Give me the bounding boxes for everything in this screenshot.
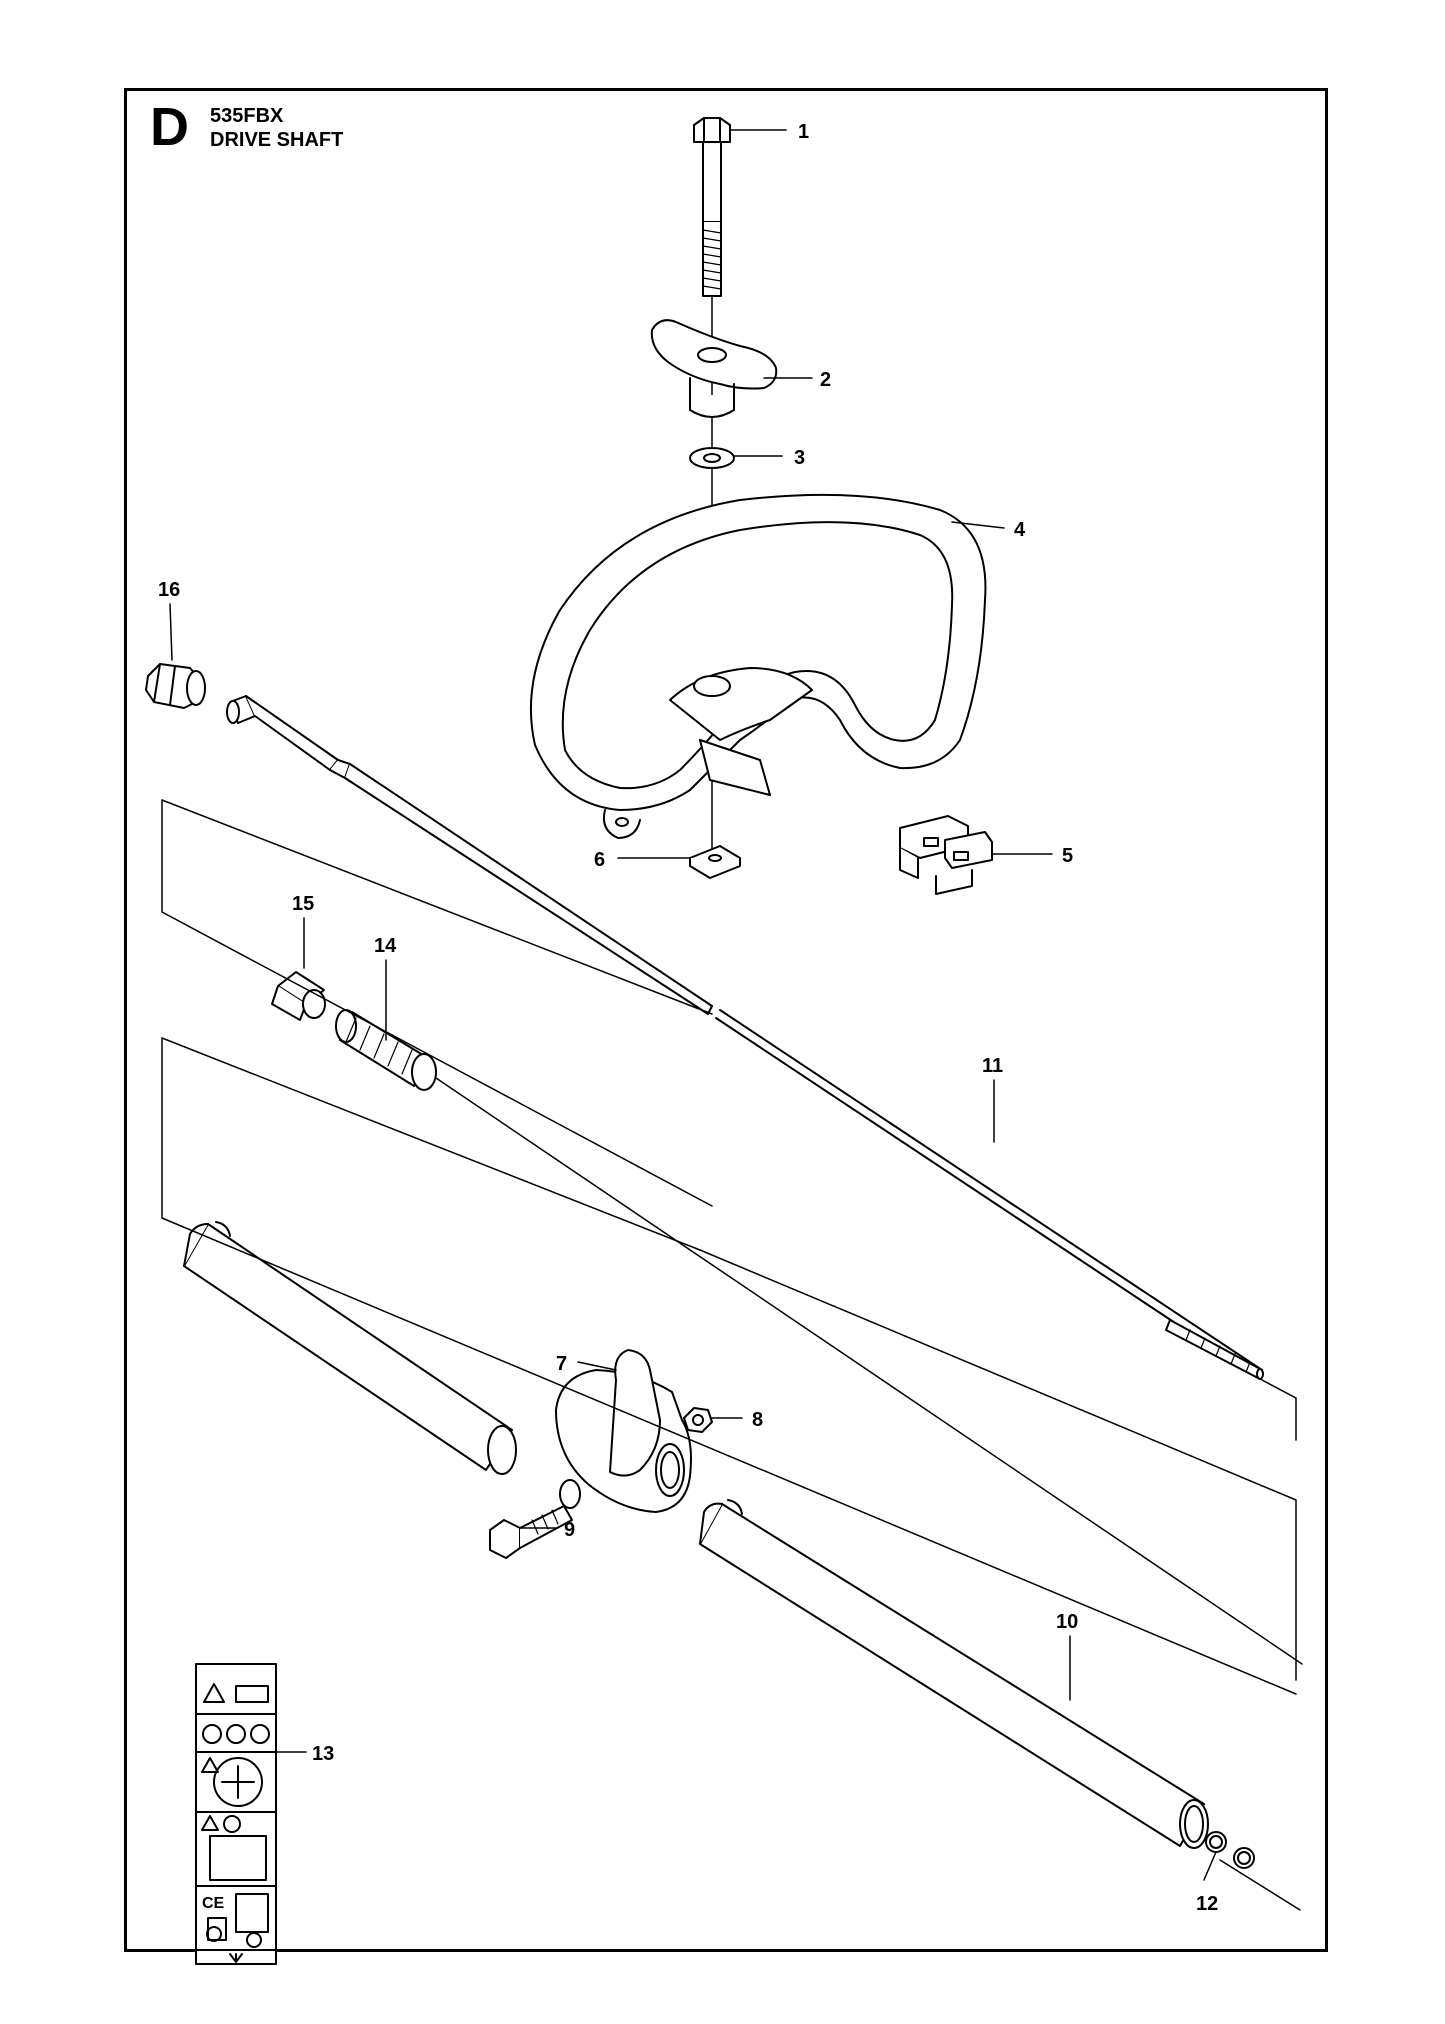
model-number: 535FBX <box>210 105 284 127</box>
screw-part <box>489 1505 573 1559</box>
callout-8: 8 <box>752 1409 763 1431</box>
group-bracket-line-lower <box>161 1037 1297 1695</box>
loop-handle-part <box>529 493 987 839</box>
square-nut-part <box>689 845 741 879</box>
callout-16: 16 <box>158 579 180 601</box>
sleeve-part <box>271 971 326 1021</box>
group-bracket-line <box>161 799 713 1207</box>
callout-2: 2 <box>820 369 831 391</box>
warning-triangle-icon <box>203 1683 225 1703</box>
callout-7: 7 <box>556 1353 567 1375</box>
shaft-tube-upper-part <box>183 1221 517 1475</box>
callout-11: 11 <box>982 1055 1003 1077</box>
callout-15: 15 <box>292 893 314 915</box>
shaft-tube-lower-part <box>699 1499 1209 1849</box>
callout-numbers: 1 2 3 4 5 6 7 8 9 10 11 12 13 14 15 16 <box>158 121 1218 1915</box>
clamp-part <box>899 815 993 895</box>
callout-leaders <box>169 129 1217 1881</box>
callout-13: 13 <box>312 1743 334 1765</box>
drive-shaft-part <box>226 695 1264 1380</box>
hex-nut-part <box>683 1407 713 1433</box>
warning-label-part <box>195 1663 277 1965</box>
callout-5: 5 <box>1062 845 1073 867</box>
callout-3: 3 <box>794 447 805 469</box>
circlip-part <box>1205 1831 1255 1869</box>
bolt-part <box>693 117 731 297</box>
callout-10: 10 <box>1056 1611 1078 1633</box>
coupling-part <box>555 1349 692 1513</box>
callout-12: 12 <box>1196 1893 1218 1915</box>
bushing-part <box>145 663 206 709</box>
wing-knob-part <box>650 319 778 418</box>
washer-part <box>689 447 735 469</box>
callout-6: 6 <box>594 849 605 871</box>
diagram-frame <box>124 88 1328 1952</box>
section-letter: D <box>150 97 189 157</box>
shaft-guide-part <box>335 1009 437 1091</box>
callout-9: 9 <box>564 1519 575 1541</box>
ce-mark: CE <box>202 1895 225 1912</box>
callout-4: 4 <box>1014 519 1026 541</box>
callout-14: 14 <box>374 935 397 957</box>
callout-1: 1 <box>798 121 809 143</box>
diagram-title: DRIVE SHAFT <box>210 129 344 151</box>
lower-axis-line <box>435 1077 1303 1665</box>
